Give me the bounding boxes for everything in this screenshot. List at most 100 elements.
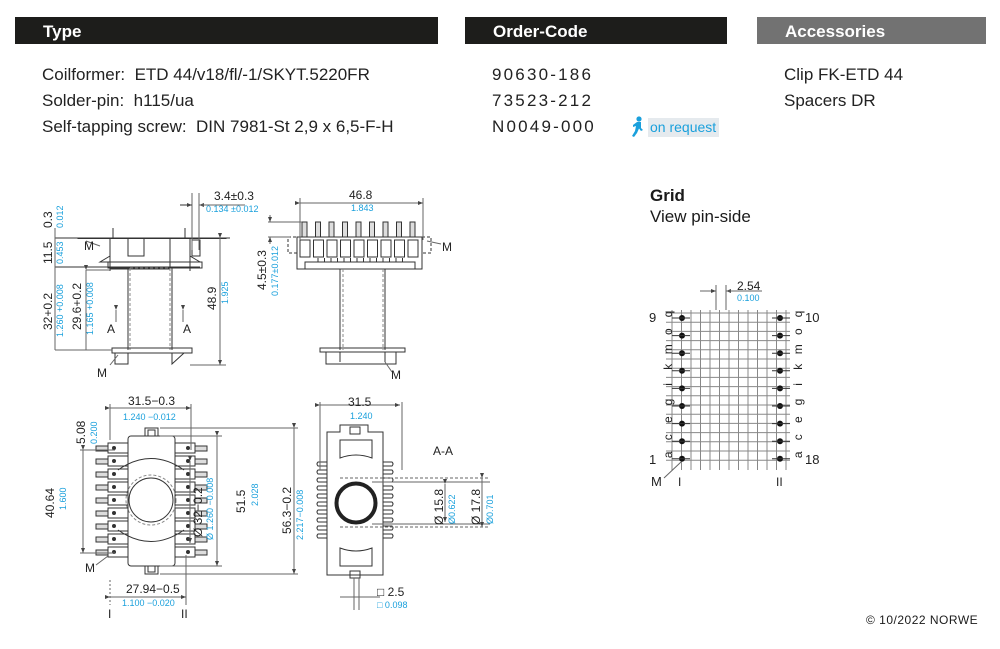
grid-row-letter: a <box>791 451 805 458</box>
on-request-badge[interactable]: on request <box>628 116 720 138</box>
pin-pad <box>174 546 196 558</box>
pin-mark-m: M <box>651 474 662 489</box>
pin-hole <box>186 550 190 554</box>
part-label: Coilformer: <box>42 65 126 84</box>
order-code-solder-pin: 73523-212 <box>492 91 594 110</box>
solder-pin <box>315 221 321 238</box>
pin-socket <box>326 239 338 258</box>
dim-32-inch: 1.260 +0.008 <box>55 284 65 337</box>
solder-pin <box>95 510 109 517</box>
pin-pad <box>107 533 129 545</box>
cooling-fin <box>316 525 327 531</box>
solder-pin <box>301 221 308 238</box>
grid-row-letter: c <box>661 434 675 440</box>
pin-mark-m: M <box>97 366 107 380</box>
pin-number-18: 18 <box>805 452 819 467</box>
pin-pad <box>174 442 196 454</box>
cooling-fin <box>383 501 394 507</box>
dim-31-5-section-inch: 1.240 <box>350 411 373 421</box>
dim-40-64: 40.64 <box>43 488 57 518</box>
pin-pad <box>107 494 129 506</box>
grid-row-letter: a <box>661 451 675 458</box>
dim-40-64-inch: 1.600 <box>58 487 68 510</box>
dim-2-5: □ 2.5 <box>377 585 405 599</box>
dim-51-5-inch: 2.028 <box>250 483 260 506</box>
dim-46-8-inch: 1.843 <box>351 203 374 213</box>
section-view <box>315 402 490 610</box>
cooling-fin <box>316 517 327 523</box>
dim-51-5: 51.5 <box>234 489 248 513</box>
pin-hole <box>112 537 116 541</box>
solder-pin <box>95 471 109 478</box>
grid-row-letter: o <box>661 328 675 335</box>
solder-pin <box>194 445 208 452</box>
pin-hole <box>112 498 116 502</box>
grid-row-letter: i <box>791 383 805 386</box>
cooling-fin <box>383 517 394 523</box>
pin-pad <box>174 520 196 532</box>
dim-48-9: 48.9 <box>205 286 219 310</box>
grid-row-letter: c <box>791 434 805 440</box>
grid-row-letter: e <box>791 416 805 423</box>
dim-27-94-inch: 1.100 −0.020 <box>122 598 175 608</box>
col-label-i: I <box>678 475 681 489</box>
dim-11-5-inch: 0.453 <box>55 241 65 264</box>
grid-row-letter: k <box>661 363 675 370</box>
col-label-ii: II <box>776 475 783 489</box>
pin-mark-m: M <box>85 561 95 575</box>
solder-pin <box>342 221 348 238</box>
dim-46-8: 46.8 <box>349 188 373 202</box>
pin-mark-leader <box>663 461 682 479</box>
pin-socket <box>394 239 405 258</box>
side-view <box>54 193 245 366</box>
dim-0-3: 0.3 <box>41 211 55 228</box>
pin-pad <box>107 455 129 467</box>
pin-socket <box>353 239 365 258</box>
pin-grid <box>663 285 790 479</box>
part-value: h115/ua <box>133 91 194 110</box>
dim-32-dia-inch: Ø 1.260 −0.008 <box>205 478 215 540</box>
dim-4-5: 4.5±0.3 <box>255 250 269 290</box>
pin-pad <box>174 494 196 506</box>
pin-pad <box>174 507 196 519</box>
cooling-fin <box>383 469 394 475</box>
grid-row-letter: m <box>661 344 675 354</box>
pin-socket <box>380 239 392 258</box>
part-value: DIN 7981-St 2,9 x 6,5-F-H <box>196 117 394 136</box>
dim-29-6-inch: 1.165 +0.008 <box>85 282 95 335</box>
cooling-fin <box>383 525 394 531</box>
cooling-fin <box>383 493 394 499</box>
grid-row-letter: i <box>661 383 675 386</box>
pin-socket <box>407 239 419 258</box>
cooling-fin <box>316 501 327 507</box>
dim-31-5-inch: 1.240 −0.012 <box>123 412 176 422</box>
pin-hole <box>112 511 116 515</box>
grid-row-letter: g <box>661 399 675 406</box>
accessory-item[interactable]: Clip FK-ETD 44 <box>784 65 904 84</box>
dim-17-8: Ø 17.8 <box>469 489 483 525</box>
pin-pad <box>174 468 196 480</box>
accessory-item[interactable]: Spacers DR <box>784 91 876 110</box>
row-label-i: I <box>108 607 111 621</box>
pin-number-1: 1 <box>649 452 656 467</box>
section-mark-a: A <box>183 322 191 336</box>
grid-pitch: 2.54 <box>737 279 761 293</box>
solder-pin <box>95 497 109 504</box>
pin-hole <box>186 459 190 463</box>
part-label: Self-tapping screw: <box>42 117 187 136</box>
order-code-screw: N0049-000 <box>492 117 596 136</box>
pin-hole <box>186 485 190 489</box>
part-row-solder-pin: Solder-pin: h115/ua <box>42 88 194 114</box>
dim-15-8-inch: Ø0.622 <box>447 494 457 524</box>
grid-title: Grid <box>650 186 685 205</box>
pin-hole <box>186 446 190 450</box>
dim-0-3-inch: 0.012 <box>55 205 65 228</box>
cooling-fin <box>383 485 394 491</box>
dim-27-94: 27.94−0.5 <box>126 582 180 596</box>
dim-31-5: 31.5−0.3 <box>128 394 175 408</box>
solder-pin <box>95 536 109 543</box>
dim-3-4-inch: 0.134 ±0.012 <box>206 204 258 214</box>
dim-32: 32+0.2 <box>41 293 55 330</box>
solder-pin <box>95 458 109 465</box>
pin-hole <box>186 511 190 515</box>
